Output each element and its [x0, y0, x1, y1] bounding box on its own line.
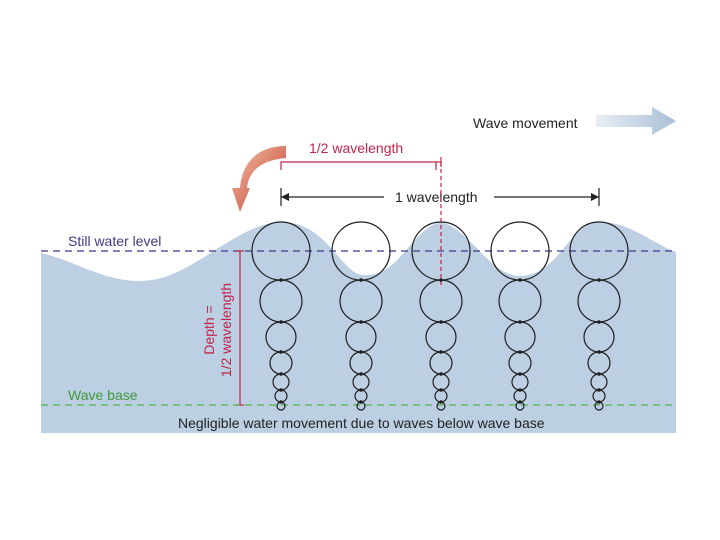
water-body: [41, 221, 676, 433]
orbit-particle: [359, 372, 363, 376]
wave-movement-arrow: [596, 107, 676, 135]
orbit-particle: [359, 278, 363, 282]
orbit-particle: [279, 350, 283, 354]
depth-label-line1: Depth =: [201, 305, 217, 354]
orbit-particle: [518, 320, 522, 324]
one-wavelength-arrowhead-left: [281, 193, 289, 201]
half-wavelength-bracket: [280, 161, 437, 170]
orbit-particle: [597, 400, 601, 404]
wave-movement-label: Wave movement: [473, 115, 578, 131]
orbit-particle: [597, 350, 601, 354]
orbit-particle: [279, 320, 283, 324]
orbit-particle: [439, 372, 443, 376]
orbit-particle: [597, 388, 601, 392]
curved-down-arrow: [232, 146, 286, 212]
still-water-level-label: Still water level: [68, 233, 161, 249]
orbit-particle: [439, 400, 443, 404]
depth-label-line2: 1/2 wavelength: [218, 283, 234, 377]
one-wavelength-arrowhead-right: [591, 193, 599, 201]
orbit-particle: [279, 400, 283, 404]
orbit-particle: [597, 278, 601, 282]
orbit-particle: [597, 320, 601, 324]
orbit-particle: [518, 278, 522, 282]
orbit-particle: [279, 372, 283, 376]
negligible-movement-caption: Negligible water movement due to waves b…: [178, 415, 545, 431]
orbit-particle: [518, 400, 522, 404]
orbit-particle: [359, 400, 363, 404]
orbit-particle: [439, 320, 443, 324]
orbit-particle: [279, 278, 283, 282]
orbit-particle: [518, 350, 522, 354]
orbit-particle: [359, 388, 363, 392]
wave-base-label: Wave base: [68, 387, 138, 403]
orbit-particle: [359, 350, 363, 354]
orbit-particle: [597, 372, 601, 376]
orbit-particle: [439, 350, 443, 354]
orbit-particle: [359, 320, 363, 324]
orbit-particle: [439, 278, 443, 282]
depth-label-group: Depth = 1/2 wavelength: [201, 283, 234, 377]
half-wavelength-label: 1/2 wavelength: [309, 140, 403, 156]
one-wavelength-label: 1 wavelength: [395, 189, 478, 205]
orbit-particle: [279, 388, 283, 392]
orbit-columns: [251, 221, 629, 411]
orbit-particle: [518, 388, 522, 392]
orbit-particle: [518, 372, 522, 376]
orbit-particle: [439, 388, 443, 392]
